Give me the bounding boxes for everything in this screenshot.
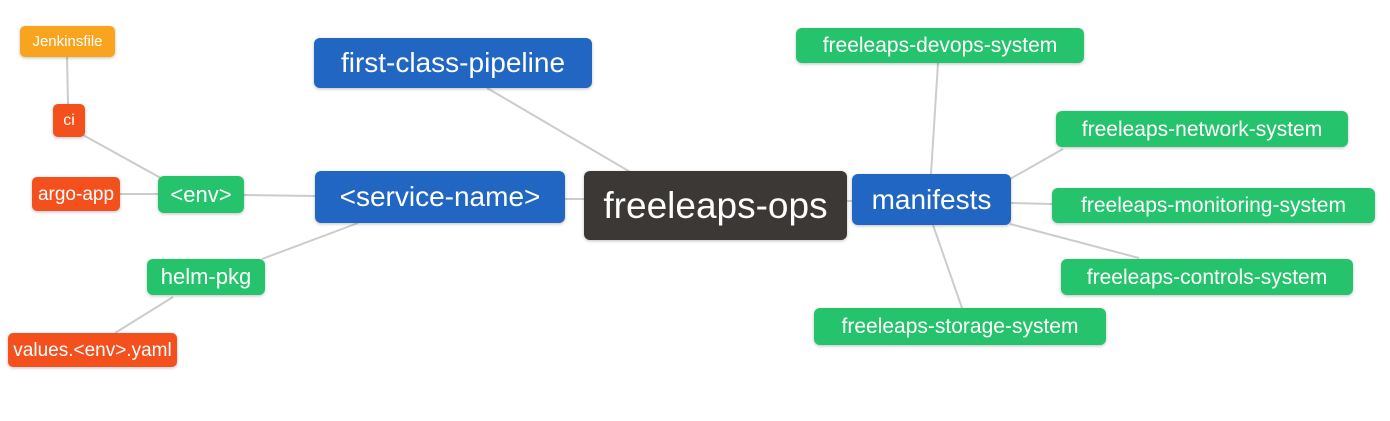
edge-ci-env [82,134,169,183]
edge-values-helm-pkg [114,296,174,334]
edge-manifests-controls [1009,223,1140,259]
node-freeleaps-storage-system[interactable]: freeleaps-storage-system [814,308,1106,345]
node-freeleaps-monitoring-system[interactable]: freeleaps-monitoring-system [1052,188,1375,223]
edge-manifests-monitoring [1009,202,1053,205]
edge-jenkinsfile-ci [66,56,69,105]
edge-helm-pkg-service-name [261,222,359,260]
edge-env-service-name [243,194,316,197]
edge-manifests-storage [932,224,963,309]
node-freeleaps-network-system[interactable]: freeleaps-network-system [1056,111,1348,147]
node-ci[interactable]: ci [53,104,85,137]
edge-manifests-devops [930,62,939,175]
node-env[interactable]: <env> [158,176,244,213]
node-jenkinsfile[interactable]: Jenkinsfile [20,26,115,57]
node-manifests[interactable]: manifests [852,174,1011,225]
node-service-name[interactable]: <service-name> [315,171,565,223]
edge-manifests-network [1009,148,1064,180]
edge-pipeline-ops [486,87,633,174]
node-helm-pkg[interactable]: helm-pkg [147,259,265,295]
node-values-env-yaml[interactable]: values.<env>.yaml [8,333,177,367]
node-freeleaps-controls-system[interactable]: freeleaps-controls-system [1061,259,1353,295]
node-first-class-pipeline[interactable]: first-class-pipeline [314,38,592,88]
node-argo-app[interactable]: argo-app [32,177,120,211]
node-freeleaps-ops-root[interactable]: freeleaps-ops [584,171,847,240]
node-freeleaps-devops-system[interactable]: freeleaps-devops-system [796,28,1084,63]
